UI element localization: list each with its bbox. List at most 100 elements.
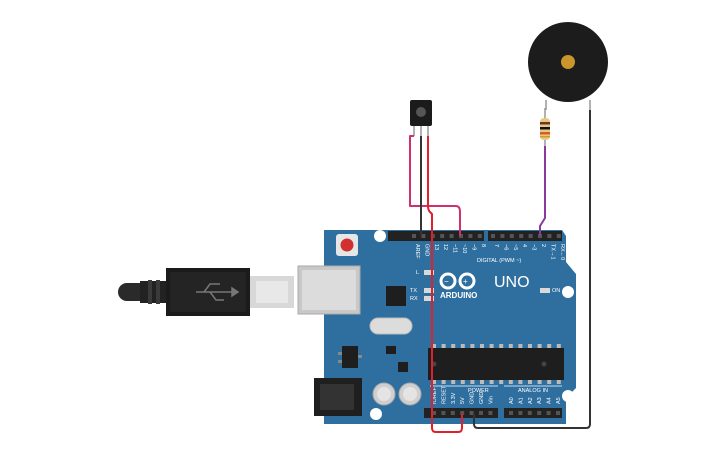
digital-pin-hole[interactable] — [556, 234, 561, 238]
usb-symbol-icon — [196, 283, 240, 301]
chip-leg — [556, 380, 561, 384]
power-pin-label: GND — [470, 392, 476, 404]
chip-leg — [489, 380, 494, 384]
power-pin-hole[interactable] — [460, 411, 465, 415]
digital-pin-label: GND — [423, 244, 429, 256]
digital-pin-label: AREF — [414, 244, 420, 259]
power-pin-label: RESET — [441, 385, 447, 404]
piezo-buzzer[interactable] — [528, 22, 608, 110]
chip-leg — [556, 344, 561, 348]
chip-leg — [528, 344, 532, 348]
analog-pin-hole[interactable] — [509, 411, 513, 415]
digital-pin-hole[interactable] — [519, 234, 524, 238]
power-pin-label: Vin — [488, 396, 494, 404]
digital-pin-hole[interactable] — [449, 234, 454, 238]
analog-pin-hole[interactable] — [546, 411, 551, 415]
digital-pin-label: 4 — [521, 244, 527, 247]
model-text: UNO — [494, 274, 530, 291]
chip-leg — [547, 344, 552, 348]
led-l-label: L — [416, 270, 419, 276]
usb-chip — [386, 286, 406, 306]
resistor[interactable] — [540, 108, 550, 146]
analog-pin-hole[interactable] — [527, 411, 532, 415]
svg-text:+: + — [463, 277, 468, 286]
digital-pin-hole[interactable] — [547, 234, 552, 238]
power-pin-hole[interactable] — [469, 411, 474, 415]
wire-ir-vcc[interactable] — [427, 136, 463, 433]
digital-pin-label: ~11 — [452, 244, 458, 253]
regulator — [342, 346, 358, 368]
power-pin-label: IOREF — [432, 387, 438, 404]
analog-pin-label: A2 — [528, 397, 534, 404]
chip-leg — [508, 344, 513, 348]
power-pin-hole[interactable] — [432, 411, 436, 415]
chip-leg — [451, 344, 456, 348]
brand-text: ARDUINO — [440, 291, 477, 300]
led-on-label: ON — [552, 288, 560, 294]
chip-leg — [460, 344, 465, 348]
power-pin-hole[interactable] — [479, 411, 483, 415]
digital-header-right[interactable] — [488, 231, 562, 241]
power-pin-hole[interactable] — [450, 411, 455, 415]
chip-leg — [480, 380, 484, 384]
analog-pin-label: A3 — [537, 397, 543, 404]
digital-pin-hole[interactable] — [412, 234, 416, 238]
wires — [409, 110, 591, 433]
svg-text:−: − — [444, 277, 449, 286]
chip-leg — [537, 380, 542, 384]
power-pin-hole[interactable] — [488, 411, 493, 415]
digital-pin-label: ~10 — [461, 244, 467, 253]
digital-pin-label: ~5 — [512, 244, 518, 250]
chip-leg — [451, 380, 456, 384]
mounting-hole — [562, 390, 574, 402]
chip-leg — [432, 380, 436, 384]
digital-pin-hole[interactable] — [468, 234, 473, 238]
led-rx-label: RX — [410, 296, 418, 302]
atmega-chip — [428, 348, 564, 380]
digital-pin-hole[interactable] — [477, 234, 482, 238]
chip-leg — [460, 380, 465, 384]
chip-leg — [489, 344, 494, 348]
digital-pin-label: ~9 — [470, 244, 476, 250]
chip-leg — [518, 344, 523, 348]
power-pin-hole[interactable] — [441, 411, 446, 415]
led-tx-label: TX — [410, 288, 417, 294]
digital-pin-hole[interactable] — [421, 234, 426, 238]
digital-pin-hole[interactable] — [491, 234, 495, 238]
power-pin-label: GND — [479, 392, 485, 404]
digital-pin-label: ~3 — [531, 244, 537, 250]
digital-header-left[interactable] — [388, 231, 484, 241]
arduino-logo-icon — [439, 272, 476, 290]
digital-pin-hole[interactable] — [528, 234, 533, 238]
wire-ir-signal[interactable] — [409, 135, 461, 236]
digital-pin-label: 7 — [493, 244, 499, 247]
wire-buzzer-signal[interactable] — [539, 146, 546, 236]
digital-pin-hole[interactable] — [509, 234, 514, 238]
chip-leg — [537, 344, 542, 348]
analog-header[interactable] — [504, 408, 562, 418]
digital-pin-hole[interactable] — [440, 234, 445, 238]
analog-pin-label: A1 — [518, 397, 524, 404]
wire-buzzer-gnd[interactable] — [473, 110, 591, 429]
analog-pin-hole[interactable] — [518, 411, 523, 415]
chip-leg — [441, 380, 446, 384]
digital-pin-hole[interactable] — [500, 234, 505, 238]
digital-header-label: DIGITAL (PWM ~) — [477, 258, 521, 264]
ir-receiver[interactable] — [410, 100, 432, 136]
digital-pin-label: 13 — [433, 244, 439, 250]
chip-leg — [518, 380, 523, 384]
usb-cable[interactable] — [118, 268, 294, 316]
mounting-hole — [374, 230, 386, 242]
analog-header-label: ANALOG IN — [518, 388, 548, 394]
analog-pin-label: A0 — [509, 397, 515, 404]
digital-pin-label: RX←0 — [559, 244, 565, 260]
chip-leg — [470, 380, 475, 384]
analog-pin-hole[interactable] — [537, 411, 542, 415]
analog-pin-hole[interactable] — [556, 411, 560, 415]
power-pin-label: 3.3V — [451, 392, 457, 404]
power-header-label: POWER — [468, 388, 489, 394]
mounting-hole — [370, 408, 382, 420]
digital-pin-label: ~6 — [502, 244, 508, 250]
